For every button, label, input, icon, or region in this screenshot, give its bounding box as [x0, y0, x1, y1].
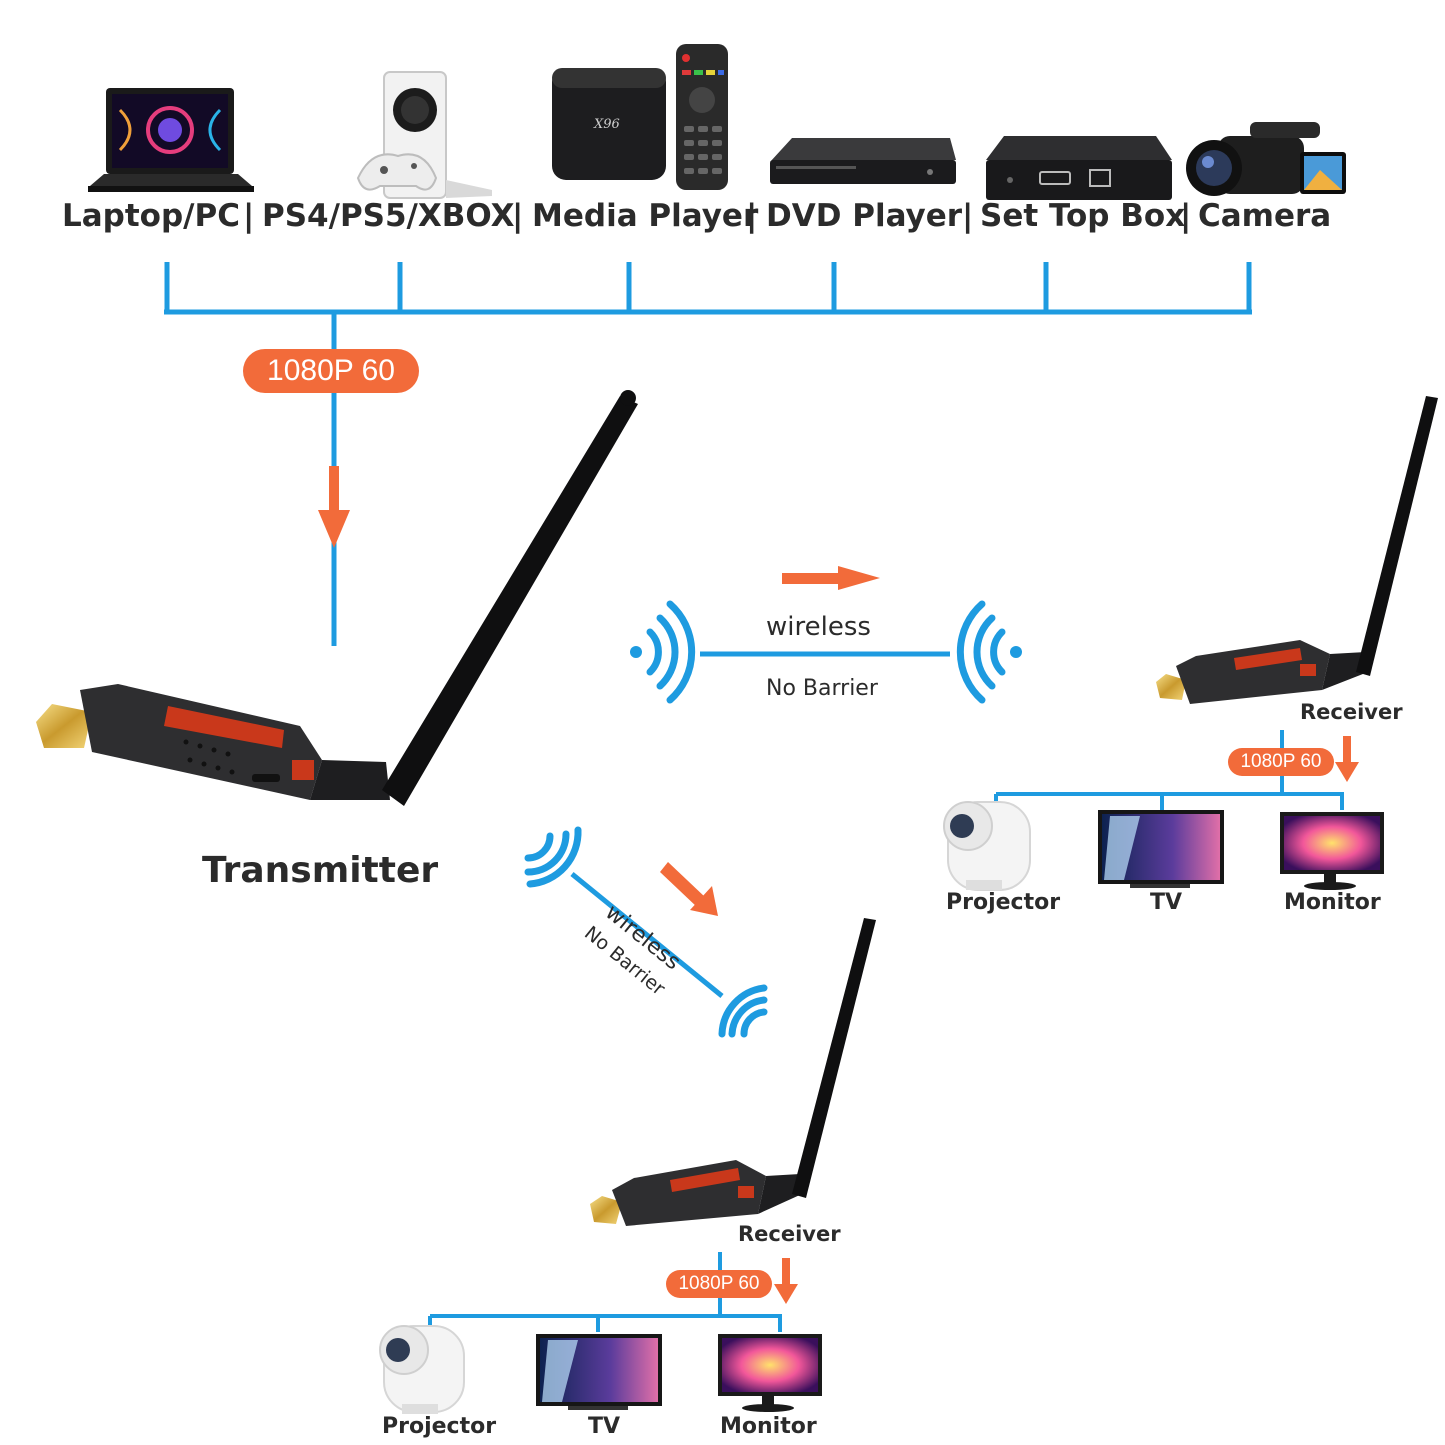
down-arrow-icon — [318, 466, 350, 548]
source-label-dvd-player: DVD Player — [766, 198, 963, 234]
camera-icon — [1186, 122, 1346, 196]
source-bus-lines — [164, 262, 1252, 646]
receiver-1-bus-lines — [994, 792, 1344, 810]
tv-2-icon — [536, 1334, 662, 1410]
receiver-1-monitor-label: Monitor — [1284, 890, 1381, 915]
link-1-wireless-label: wireless — [766, 612, 871, 642]
tv-1-icon — [1098, 810, 1224, 888]
wifi-signal-lower-icon — [718, 984, 768, 1038]
projector-2-icon — [379, 1325, 465, 1414]
source-labels-row: Laptop/PC | PS4/PS5/XBOX | Media Player … — [0, 198, 1445, 242]
receiver-1-label: Receiver — [1300, 700, 1403, 724]
link-1-no-barrier-label: No Barrier — [766, 676, 878, 701]
wifi-signal-right-icon — [956, 600, 1022, 704]
projector-1-icon — [943, 801, 1031, 891]
receiver-2-projector-label: Projector — [382, 1414, 497, 1439]
separator: | — [746, 198, 758, 234]
receiver-1-projector-label: Projector — [946, 890, 1061, 915]
source-label-camera: Camera — [1198, 198, 1332, 234]
wifi-signal-left-icon — [630, 600, 696, 704]
monitor-1-icon — [1280, 812, 1384, 890]
receiver-2-bus-lines — [428, 1314, 782, 1332]
hdmi-receiver-2-icon — [590, 918, 876, 1226]
wireless-link-2-line — [570, 872, 724, 998]
source-label-laptop: Laptop/PC — [62, 198, 240, 234]
source-label-console: PS4/PS5/XBOX — [262, 198, 515, 234]
svg-text:X96: X96 — [593, 117, 620, 132]
source-label-set-top-box: Set Top Box — [980, 198, 1186, 234]
hdmi-transmitter-icon — [36, 390, 638, 806]
receiver-2-label: Receiver — [738, 1222, 841, 1246]
separator: | — [512, 198, 524, 234]
monitor-2-icon — [718, 1334, 822, 1412]
receiver-1-arrow-icon — [1335, 736, 1359, 782]
game-console-icon — [356, 71, 492, 199]
right-arrow-icon — [782, 566, 880, 590]
media-player-icon: X96 — [552, 44, 728, 190]
diagonal-arrow-icon — [660, 862, 718, 916]
receiver-2-arrow-icon — [774, 1258, 798, 1304]
receiver-1-resolution-badge: 1080P 60 — [1228, 748, 1334, 776]
transmitter-label: Transmitter — [202, 850, 439, 891]
separator: | — [1180, 198, 1192, 234]
set-top-box-icon — [986, 136, 1172, 200]
dvd-player-icon — [770, 138, 956, 184]
separator: | — [962, 198, 974, 234]
hdmi-receiver-1-icon — [1156, 396, 1438, 704]
source-label-media-player: Media Player — [532, 198, 759, 234]
wifi-signal-upper-icon — [524, 826, 582, 888]
receiver-1-tv-label: TV — [1150, 890, 1183, 915]
laptop-icon — [88, 88, 254, 192]
separator: | — [243, 198, 255, 234]
receiver-2-monitor-label: Monitor — [720, 1414, 817, 1439]
receiver-2-resolution-badge: 1080P 60 — [666, 1270, 772, 1298]
receiver-2-tv-label: TV — [588, 1414, 621, 1439]
input-resolution-badge: 1080P 60 — [243, 349, 419, 393]
